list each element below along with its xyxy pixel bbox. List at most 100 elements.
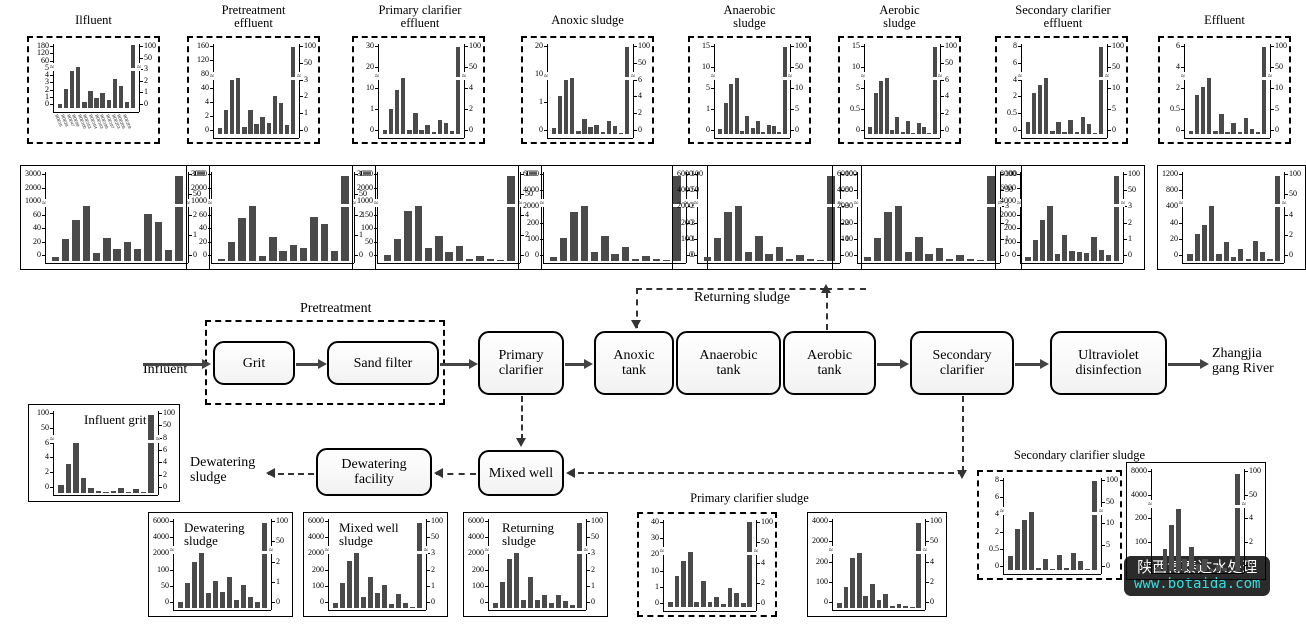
axis-break-mark: ≈ <box>1181 71 1185 80</box>
tick-mark <box>140 57 143 59</box>
tick-mark <box>140 80 143 82</box>
bar <box>382 585 388 608</box>
y-axis-right <box>188 172 189 263</box>
y-axis-left <box>864 44 865 138</box>
bar <box>82 102 87 108</box>
y-axis-left <box>1003 478 1004 574</box>
bar <box>734 77 739 134</box>
bar <box>1228 569 1234 571</box>
flow-node-mixed-well[interactable]: Mixed well <box>478 450 564 496</box>
bar <box>299 247 308 261</box>
bar <box>904 251 913 261</box>
y-tick-left: 40 <box>33 223 41 232</box>
bar <box>213 581 219 608</box>
bar <box>559 238 568 261</box>
bar <box>1077 561 1083 570</box>
chart-title-primary-clarifier-effluent: Primary clarifier effluent <box>378 3 462 30</box>
tick-mark <box>587 569 590 571</box>
tick-mark <box>1018 79 1021 81</box>
y-tick-right: 3 <box>591 548 595 558</box>
flow-node-secondary-clarifier[interactable]: Secondary clarifier <box>910 331 1014 395</box>
y-tick-left: 200 <box>816 556 828 566</box>
y-tick-right: 2 <box>144 75 148 85</box>
tick-mark <box>829 541 832 543</box>
y-tick-right: 2 <box>193 209 197 219</box>
bar <box>401 77 406 134</box>
tick-mark <box>1285 234 1288 236</box>
tick-mark <box>757 582 760 584</box>
y-tick-right: 0 <box>144 99 148 108</box>
flow-node-sand-filter[interactable]: Sand filter <box>327 341 439 385</box>
x-axis <box>378 138 464 139</box>
y-tick-right: 1 <box>304 108 308 118</box>
tick-mark <box>189 174 192 175</box>
y-tick-left: 100 <box>841 233 853 243</box>
flow-node-primary-clarifier[interactable]: Primary clarifier <box>478 331 564 395</box>
tick-mark <box>1148 541 1151 543</box>
y-tick-right: 2 <box>304 91 308 101</box>
y-tick-left: 2 <box>205 111 209 120</box>
y-axis-right <box>1000 172 1001 263</box>
dash-returning-top <box>636 288 826 290</box>
y-tick-right: 50 <box>930 536 938 546</box>
tick-mark <box>926 602 929 603</box>
bar <box>1209 206 1215 261</box>
tick-mark <box>694 222 697 224</box>
tick-mark <box>1000 497 1003 499</box>
tick-mark <box>1001 190 1004 192</box>
y-tick-right: 10 <box>1106 518 1114 527</box>
y-tick-right: 5 <box>1275 104 1279 113</box>
tick-mark <box>1102 566 1105 567</box>
bar-break-stripe <box>1273 203 1281 207</box>
flow-node-anaerobic-tank[interactable]: Anaerobic tank <box>676 331 781 395</box>
tick-mark <box>1000 480 1003 481</box>
y-tick-right: 0 <box>691 250 695 259</box>
y-tick-right: 4 <box>638 91 642 101</box>
flow-node-dewatering-facility[interactable]: Dewatering facility <box>316 448 432 496</box>
y-tick-left: 4000 <box>308 532 324 542</box>
flow-node-ultraviolet-disinfection[interactable]: Ultraviolet disinfection <box>1050 331 1167 395</box>
tick-mark <box>1179 206 1182 208</box>
bar-total <box>175 176 183 261</box>
y-tick-left: 2000 <box>357 182 373 192</box>
y-tick-right: 2 <box>469 104 473 113</box>
bar <box>1050 131 1055 134</box>
tick-mark <box>159 425 162 427</box>
flow-node-anoxic-tank[interactable]: Anoxic tank <box>594 331 674 395</box>
bar <box>333 602 339 608</box>
tick-mark <box>1000 531 1003 533</box>
bar <box>1207 77 1212 134</box>
tick-mark <box>854 206 857 208</box>
flow-node-grit[interactable]: Grit <box>213 341 295 385</box>
y-tick-right: 50 <box>591 532 599 542</box>
tick-mark <box>1245 494 1248 496</box>
y-tick-right: 50 <box>845 185 853 195</box>
tick-mark <box>587 521 590 522</box>
y-axis-left <box>663 520 664 611</box>
dash-dewatering-out <box>268 473 314 475</box>
flow-node-aerobic-tank[interactable]: Aerobic tank <box>783 331 876 395</box>
bar-total <box>624 46 630 134</box>
tick-mark <box>140 92 143 94</box>
x-axis <box>211 263 354 264</box>
bar <box>681 560 686 607</box>
bar <box>945 258 954 261</box>
tick-mark <box>170 585 173 587</box>
tick-mark <box>159 437 162 439</box>
watermark-url: www.botaida.com <box>1134 576 1261 592</box>
y-tick-left: 6000 <box>1000 182 1016 192</box>
y-tick-right: 10 <box>1275 83 1283 92</box>
y-tick-left: 1 <box>706 104 710 113</box>
bar <box>1189 546 1194 571</box>
tick-mark <box>325 585 328 587</box>
bar <box>1092 133 1098 134</box>
tick-mark <box>587 585 590 587</box>
bar <box>1219 113 1224 134</box>
tick-mark <box>1124 174 1127 175</box>
bar-break-stripe <box>1112 203 1120 207</box>
